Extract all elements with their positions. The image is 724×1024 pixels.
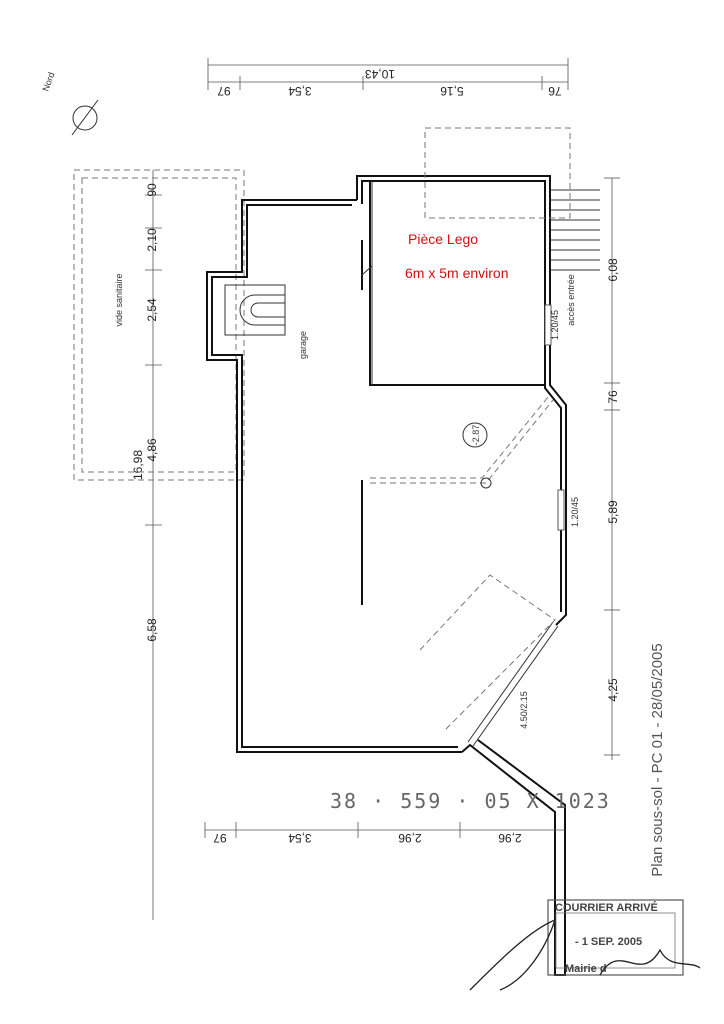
reception-stamp: COURRIER ARRIVÉ - 1 SEP. 2005 Mairie d <box>469 899 701 991</box>
door-label: 4.50/2.15 <box>519 691 529 729</box>
svg-text:Mairie d: Mairie d <box>565 963 607 975</box>
north-label: Nord <box>40 71 56 93</box>
dim-top-4: 76 <box>548 84 562 98</box>
dim-bottom-2: 3,54 <box>288 831 312 845</box>
left-dimensions <box>145 170 162 920</box>
level-marker: -2.87 <box>462 422 488 448</box>
bottom-dimensions <box>204 822 565 838</box>
vide-sanitaire-outline <box>73 169 245 481</box>
dim-left-2: 2,10 <box>145 228 159 252</box>
dim-left-5: 6,58 <box>145 618 159 642</box>
svg-text:-2.87: -2.87 <box>471 425 481 446</box>
dim-top-total: 10,43 <box>365 67 395 81</box>
lego-room-title: Pièce Lego <box>408 231 478 247</box>
window-label-1: 1.20/45 <box>550 310 560 340</box>
dim-right-3: 5,89 <box>606 500 620 524</box>
top-dimensions <box>207 58 569 90</box>
svg-text:COURRIER ARRIVÉ: COURRIER ARRIVÉ <box>555 901 658 914</box>
dim-bottom-4: 2,96 <box>498 831 522 845</box>
sheet-title: Plan sous-sol - PC 01 - 28/05/2005 <box>649 643 666 876</box>
lego-room-size: 6m x 5m environ <box>405 265 508 281</box>
window-label-2: 1.20/45 <box>570 497 580 527</box>
dim-left-3: 2,54 <box>145 298 159 322</box>
dim-top-3: 5,16 <box>440 84 464 98</box>
north-arrow-icon <box>71 99 99 136</box>
dim-left-4: 4,86 <box>145 438 159 462</box>
svg-text:- 1 SEP. 2005: - 1 SEP. 2005 <box>575 936 642 948</box>
signature <box>469 918 701 991</box>
dim-bottom-1: 97 <box>213 831 227 845</box>
dim-right-1: 6,08 <box>606 258 620 282</box>
dim-top-2: 3,54 <box>288 84 312 98</box>
dim-top-1: 97 <box>217 84 231 98</box>
dim-right-2: 76 <box>606 390 620 404</box>
acces-label: accès entrée <box>566 274 576 326</box>
dim-right-4: 4,25 <box>606 678 620 702</box>
dim-left-1: 90 <box>145 183 159 197</box>
dim-left-total: 16,98 <box>131 450 145 480</box>
garage-label: garage <box>298 331 308 359</box>
dim-bottom-3: 2,96 <box>398 831 422 845</box>
building-walls <box>206 127 600 976</box>
right-dimensions <box>604 177 620 760</box>
vide-sanitaire-label: vide sanitaire <box>114 273 124 326</box>
registration-number: 38 · 559 · 05 X 1023 <box>330 789 611 813</box>
